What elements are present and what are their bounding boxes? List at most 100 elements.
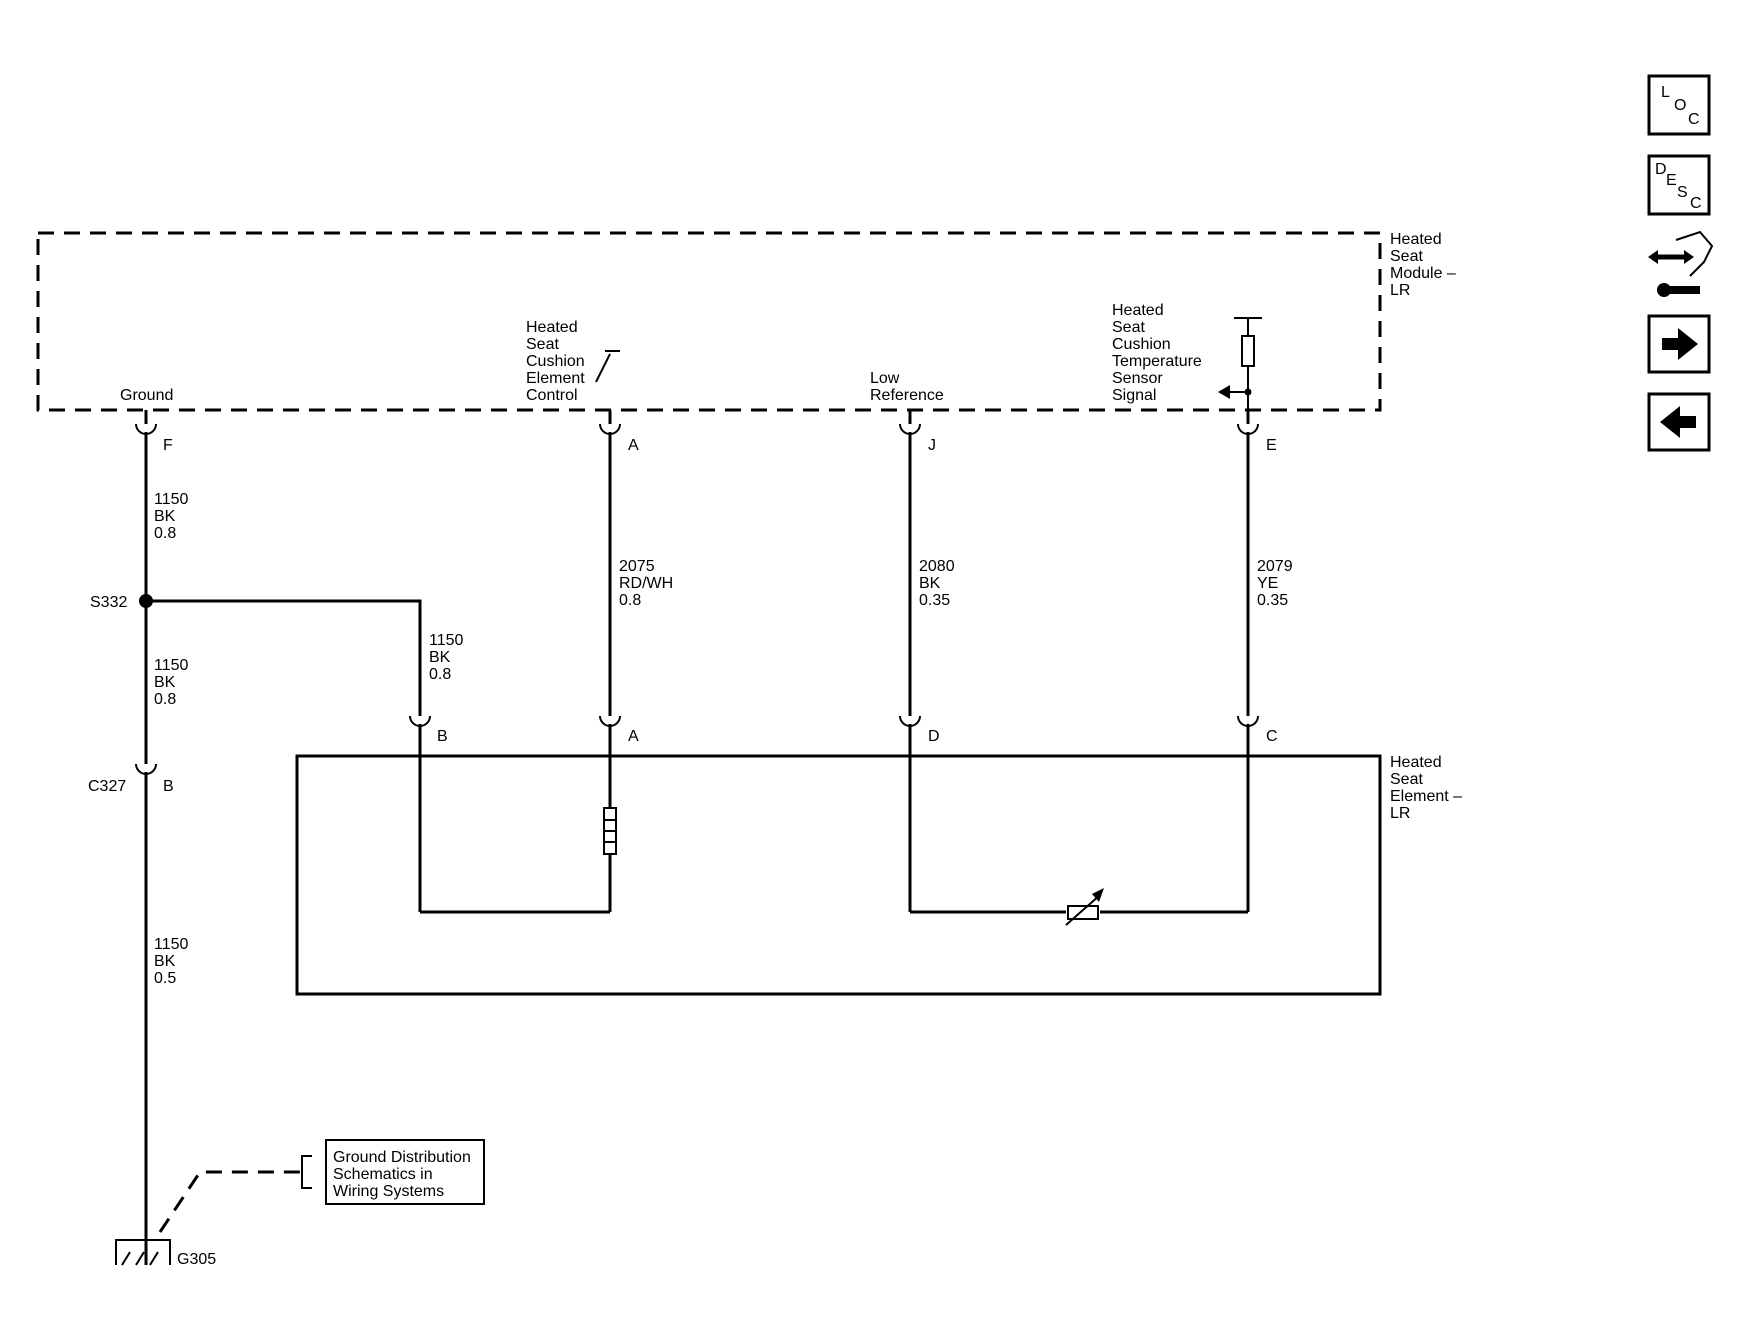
svg-text:Seat: Seat <box>526 336 559 353</box>
svg-text:0.5: 0.5 <box>154 970 176 987</box>
svg-text:1150: 1150 <box>154 936 189 953</box>
connector-c327-terminal <box>135 750 157 775</box>
svg-text:BK: BK <box>154 674 176 691</box>
svg-text:BK: BK <box>919 575 941 592</box>
heated-seat-module-boundary <box>36 231 1382 412</box>
terminal-module-j <box>899 410 921 435</box>
svg-text:0.8: 0.8 <box>429 666 451 683</box>
control-switch-symbol <box>595 350 620 383</box>
svg-text:Sensor: Sensor <box>1112 370 1163 387</box>
pin-label-element-a: A <box>628 728 639 745</box>
svg-text:2079: 2079 <box>1257 558 1293 575</box>
connector-c327-pin-label: B <box>163 778 174 795</box>
svg-text:BK: BK <box>429 649 451 666</box>
svg-text:LR: LR <box>1390 805 1410 822</box>
svg-text:Seat: Seat <box>1390 248 1423 265</box>
svg-text:Low: Low <box>870 370 900 387</box>
previous-page-button[interactable] <box>1647 392 1711 452</box>
terminal-element-a <box>599 702 621 727</box>
svg-text:C: C <box>1690 195 1702 212</box>
terminal-element-b <box>409 702 431 727</box>
sensor-signal-wire-label: 2079 YE 0.35 <box>1257 558 1293 609</box>
svg-text:E: E <box>1666 172 1677 189</box>
svg-text:0.8: 0.8 <box>154 691 176 708</box>
svg-text:RD/WH: RD/WH <box>619 575 673 592</box>
svg-text:Heated: Heated <box>1390 754 1442 771</box>
temperature-sensor-thermistor <box>1065 888 1104 926</box>
pin-label-module-j: J <box>928 437 936 454</box>
reference-bracket <box>301 1155 312 1189</box>
pin-label-element-d: D <box>928 728 940 745</box>
control-wire-label: 2075 RD/WH 0.8 <box>619 558 673 609</box>
heated-seat-element-boundary <box>295 754 1382 996</box>
svg-text:1150: 1150 <box>154 657 189 674</box>
ground-distribution-reference[interactable]: Ground Distribution Schematics in Wiring… <box>325 1139 485 1205</box>
terminal-module-e <box>1237 410 1259 435</box>
terminal-module-f <box>135 410 157 435</box>
ground-wire-lower-label: 1150 BK 0.5 <box>154 936 189 987</box>
svg-text:0.8: 0.8 <box>154 525 176 542</box>
ground-wire-upper-label: 1150 BK 0.8 <box>154 491 189 542</box>
pin-label-module-f: F <box>163 437 173 454</box>
svg-text:Seat: Seat <box>1112 319 1145 336</box>
ground-symbol-g305 <box>115 1239 171 1266</box>
svg-text:LR: LR <box>1390 282 1410 299</box>
svg-text:2075: 2075 <box>619 558 655 575</box>
pin-label-module-e: E <box>1266 437 1277 454</box>
module-name: Heated Seat Module – LR <box>1390 231 1456 299</box>
pin-label-module-a: A <box>628 437 639 454</box>
arrow-left-icon <box>1660 406 1696 438</box>
ground-wire-mid-label: 1150 BK 0.8 <box>154 657 189 708</box>
svg-text:BK: BK <box>154 953 176 970</box>
svg-text:1150: 1150 <box>154 491 189 508</box>
svg-text:0.35: 0.35 <box>919 592 950 609</box>
description-button[interactable]: D E S C <box>1647 154 1711 216</box>
svg-text:Element –: Element – <box>1390 788 1462 805</box>
svg-text:C: C <box>1688 111 1700 128</box>
svg-text:YE: YE <box>1257 575 1278 592</box>
module-label-sensor-signal: Heated Seat Cushion Temperature Sensor S… <box>1112 302 1202 404</box>
next-page-button[interactable] <box>1647 314 1711 374</box>
svg-text:0.8: 0.8 <box>619 592 641 609</box>
splice-label: S332 <box>90 594 127 611</box>
svg-text:Reference: Reference <box>870 387 944 404</box>
element-name: Heated Seat Element – LR <box>1390 754 1462 822</box>
svg-text:Cushion: Cushion <box>526 353 585 370</box>
connector-harness-icon[interactable] <box>1648 230 1714 297</box>
low-reference-wire-label: 2080 BK 0.35 <box>919 558 955 609</box>
module-label-low-reference: Low Reference <box>870 370 944 404</box>
terminal-element-d <box>899 702 921 727</box>
reference-leader <box>158 1170 302 1233</box>
svg-text:0.35: 0.35 <box>1257 592 1288 609</box>
svg-text:Ground Distribution: Ground Distribution <box>333 1149 471 1166</box>
svg-text:Signal: Signal <box>1112 387 1156 404</box>
svg-text:2080: 2080 <box>919 558 955 575</box>
svg-text:S: S <box>1677 184 1688 201</box>
terminal-element-c <box>1237 702 1259 727</box>
svg-text:Seat: Seat <box>1390 771 1423 788</box>
svg-text:Cushion: Cushion <box>1112 336 1171 353</box>
svg-text:Element: Element <box>526 370 585 387</box>
module-label-control: Heated Seat Cushion Element Control <box>526 319 585 404</box>
terminal-module-a <box>599 410 621 435</box>
svg-text:BK: BK <box>154 508 176 525</box>
connector-c327-label: C327 <box>88 778 126 795</box>
heating-element-resistor <box>603 807 617 855</box>
svg-text:Heated: Heated <box>526 319 578 336</box>
svg-text:Temperature: Temperature <box>1112 353 1202 370</box>
ground-branch-wire <box>146 599 422 702</box>
svg-text:1150: 1150 <box>429 632 464 649</box>
svg-text:Heated: Heated <box>1112 302 1164 319</box>
sensor-pullup-symbol <box>1218 317 1262 410</box>
svg-text:Control: Control <box>526 387 578 404</box>
svg-text:Module –: Module – <box>1390 265 1456 282</box>
location-button[interactable]: L O C <box>1647 74 1711 136</box>
pin-label-element-b: B <box>437 728 448 745</box>
arrow-right-icon <box>1662 328 1698 360</box>
ground-branch-wire-label: 1150 BK 0.8 <box>429 632 464 683</box>
svg-text:Schematics in: Schematics in <box>333 1166 433 1183</box>
svg-text:Wiring Systems: Wiring Systems <box>333 1183 444 1200</box>
svg-text:Heated: Heated <box>1390 231 1442 248</box>
module-label-ground: Ground <box>120 387 173 404</box>
